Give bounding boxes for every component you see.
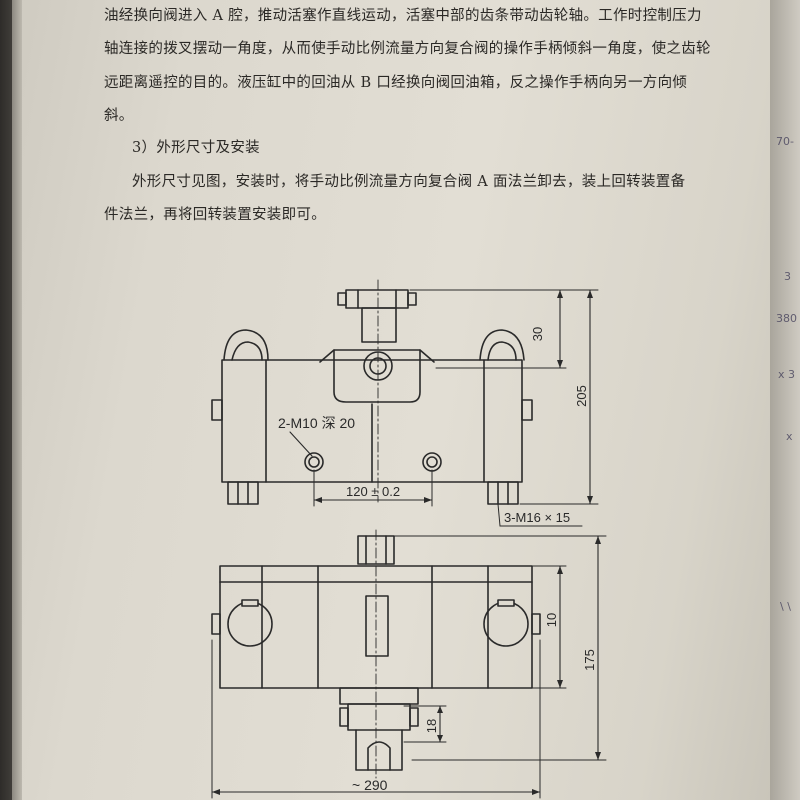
margin-note: 70- bbox=[776, 135, 794, 148]
margin-note: 380 bbox=[776, 312, 797, 325]
holes-callout-label: 2-M10 深 20 bbox=[278, 415, 355, 431]
section-heading: 3）外形尺寸及安装 bbox=[132, 140, 260, 156]
body-text-line: 斜。 bbox=[104, 108, 134, 124]
body-text-line: 油经换向阀进入 A 腔，推动活塞作直线运动，活塞中部的齿条带动齿轮轴。工作时控制… bbox=[104, 8, 702, 24]
margin-note: x bbox=[786, 430, 793, 443]
page-edge bbox=[12, 0, 22, 800]
front-view bbox=[211, 529, 607, 799]
dim-175-label: 175 bbox=[582, 649, 597, 671]
margin-note: \ \ bbox=[780, 600, 791, 613]
dim-10-label: 10 bbox=[544, 613, 559, 627]
dim-290-label: ~ 290 bbox=[352, 777, 388, 793]
margin-note: x 3 bbox=[778, 368, 796, 381]
body-text-line: 件法兰，再将回转装置安装即可。 bbox=[104, 207, 326, 223]
dim-30-label: 30 bbox=[530, 327, 545, 341]
dim-205-label: 205 bbox=[574, 385, 589, 407]
dim-120-label: 120 ± 0.2 bbox=[346, 484, 400, 499]
margin-note: 3 bbox=[784, 270, 791, 283]
top-view bbox=[211, 279, 599, 527]
body-text-line: 轴连接的拨叉摆动一角度，从而使手动比例流量方向复合阀的操作手柄倾斜一角度，使之齿… bbox=[104, 41, 711, 57]
bolts-callout-label: 3-M16 × 15 bbox=[504, 510, 570, 525]
body-text-line: 远距离遥控的目的。液压缸中的回油从 B 口经换向阀回油箱，反之操作手柄向另一方向… bbox=[104, 75, 688, 91]
adjacent-page bbox=[770, 0, 800, 800]
dim-18-label: 18 bbox=[424, 719, 439, 733]
body-text-line: 外形尺寸见图，安装时，将手动比例流量方向复合阀 A 面法兰卸去，装上回转装置备 bbox=[132, 174, 686, 190]
book-page bbox=[18, 0, 770, 800]
